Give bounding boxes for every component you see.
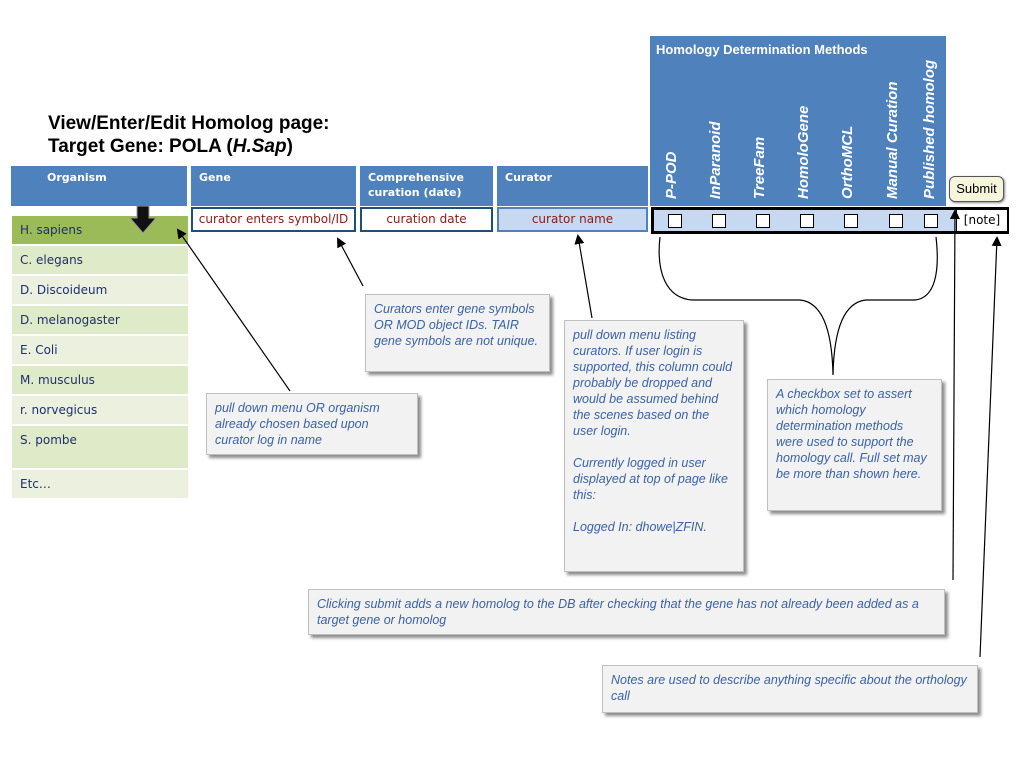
arrow-organism xyxy=(176,228,291,392)
header-organism: Organism xyxy=(11,166,187,206)
submit-button[interactable]: Submit xyxy=(949,176,1004,202)
organism-item-m-musculus[interactable]: M. musculus xyxy=(11,365,189,395)
homology-methods-header: Homology Determination Methods P-POD InP… xyxy=(650,36,946,206)
note-submit: Clicking submit adds a new homolog to th… xyxy=(308,589,945,635)
organism-item-etc[interactable]: Etc… xyxy=(11,469,189,499)
arrow-notes xyxy=(979,236,1002,658)
organism-item-d-discoideum[interactable]: D. Discoideum xyxy=(11,275,189,305)
note-curator-p1: pull down menu listing curators. If user… xyxy=(573,328,733,438)
note-curator-p2: Currently logged in user displayed at to… xyxy=(573,456,728,502)
organism-item-d-melanogaster[interactable]: D. melanogaster xyxy=(11,305,189,335)
organism-item-e-coli[interactable]: E. Coli xyxy=(11,335,189,365)
target-species: H.Sap xyxy=(232,136,287,157)
note-checkbox: A checkbox set to assert which homology … xyxy=(767,379,942,511)
checkbox-orthomcl[interactable] xyxy=(844,214,858,228)
note-notes: Notes are used to describe anything spec… xyxy=(602,665,978,713)
checkbox-ppod[interactable] xyxy=(668,214,682,228)
method-checkbox-row: [note] xyxy=(651,207,1009,234)
checkbox-inparanoid[interactable] xyxy=(712,214,726,228)
note-curator-p3: Logged In: dhowe|ZFIN. xyxy=(573,520,707,534)
checkbox-manual-curation[interactable] xyxy=(889,214,903,228)
checkbox-published-homolog[interactable] xyxy=(924,214,938,228)
dropdown-arrow-icon[interactable] xyxy=(128,206,158,234)
organism-item-c-elegans[interactable]: C. elegans xyxy=(11,245,189,275)
arrow-curator xyxy=(574,234,593,319)
note-organism: pull down menu OR organism already chose… xyxy=(206,393,418,455)
curation-date-input[interactable]: curation date xyxy=(360,207,493,232)
organism-item-r-norvegicus[interactable]: r. norvegicus xyxy=(11,395,189,425)
arrow-gene xyxy=(337,237,364,287)
page-title-line2: Target Gene: POLA (H.Sap) xyxy=(48,136,293,157)
gene-input[interactable]: curator enters symbol/ID xyxy=(191,207,356,232)
header-gene: Gene xyxy=(191,166,356,206)
checkbox-brace xyxy=(658,236,938,376)
note-curator: pull down menu listing curators. If user… xyxy=(564,320,744,572)
homology-methods-title: Homology Determination Methods xyxy=(656,42,868,57)
note-gene: Curators enter gene symbols OR MOD objec… xyxy=(365,294,550,372)
checkbox-homologene[interactable] xyxy=(800,214,814,228)
curator-select[interactable]: curator name xyxy=(497,207,648,232)
checkbox-treefam[interactable] xyxy=(756,214,770,228)
note-field[interactable]: [note] xyxy=(956,210,1007,231)
organism-item-s-pombe[interactable]: S. pombe xyxy=(11,425,189,469)
page-title-line1: View/Enter/Edit Homolog page: xyxy=(48,113,330,134)
page-title: View/Enter/Edit Homolog page: Target Gen… xyxy=(48,112,330,158)
organism-list: H. sapiens C. elegans D. Discoideum D. m… xyxy=(11,215,189,499)
header-curation-date: Comprehensive curation (date) xyxy=(360,166,493,206)
organism-item-h-sapiens[interactable]: H. sapiens xyxy=(11,215,189,245)
header-curator: Curator xyxy=(497,166,648,206)
arrow-submit xyxy=(949,209,960,581)
